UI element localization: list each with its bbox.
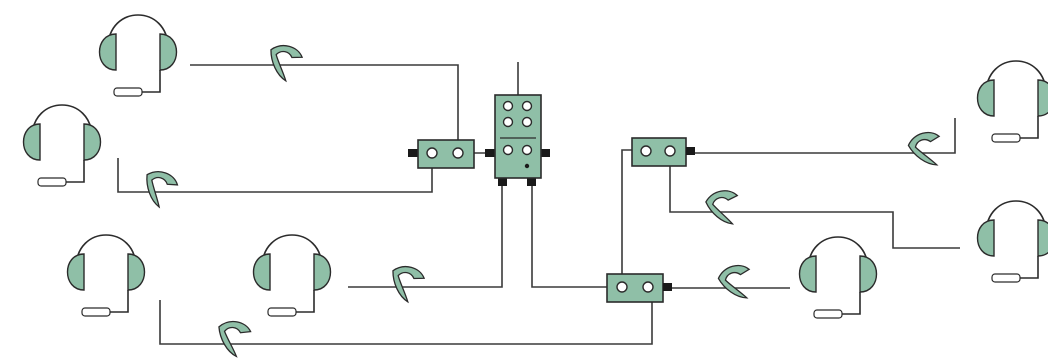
wire-master-splitter-rb: [531, 185, 607, 288]
clamp-1: [265, 42, 305, 84]
wire-headset-2: [117, 158, 433, 193]
clamp-4: [387, 263, 427, 305]
clamp-6: [905, 127, 949, 173]
clamp-7: [703, 186, 745, 230]
wire-headset-1: [190, 64, 459, 150]
wiring: [117, 62, 960, 345]
splitter-left: [408, 139, 475, 169]
splitter-right-top: [631, 137, 695, 167]
clamp-2: [139, 167, 181, 211]
clamp-3: [215, 319, 253, 359]
wire-splitters-link: [621, 149, 632, 277]
wire-headset-6: [690, 118, 956, 154]
headset-7: [976, 200, 1048, 283]
headset-5: [798, 236, 878, 319]
headset-4: [252, 234, 332, 317]
headset-2: [22, 104, 102, 187]
master-station: [485, 94, 550, 186]
headset-6: [976, 60, 1048, 143]
splitter-right-bottom: [606, 273, 672, 303]
wire-master-headset-4: [348, 185, 503, 288]
headset-1: [98, 14, 178, 97]
wire-headset-7: [669, 162, 960, 249]
headset-3: [66, 234, 146, 317]
clamp-5: [715, 260, 759, 306]
wire-headset-3: [159, 298, 653, 345]
